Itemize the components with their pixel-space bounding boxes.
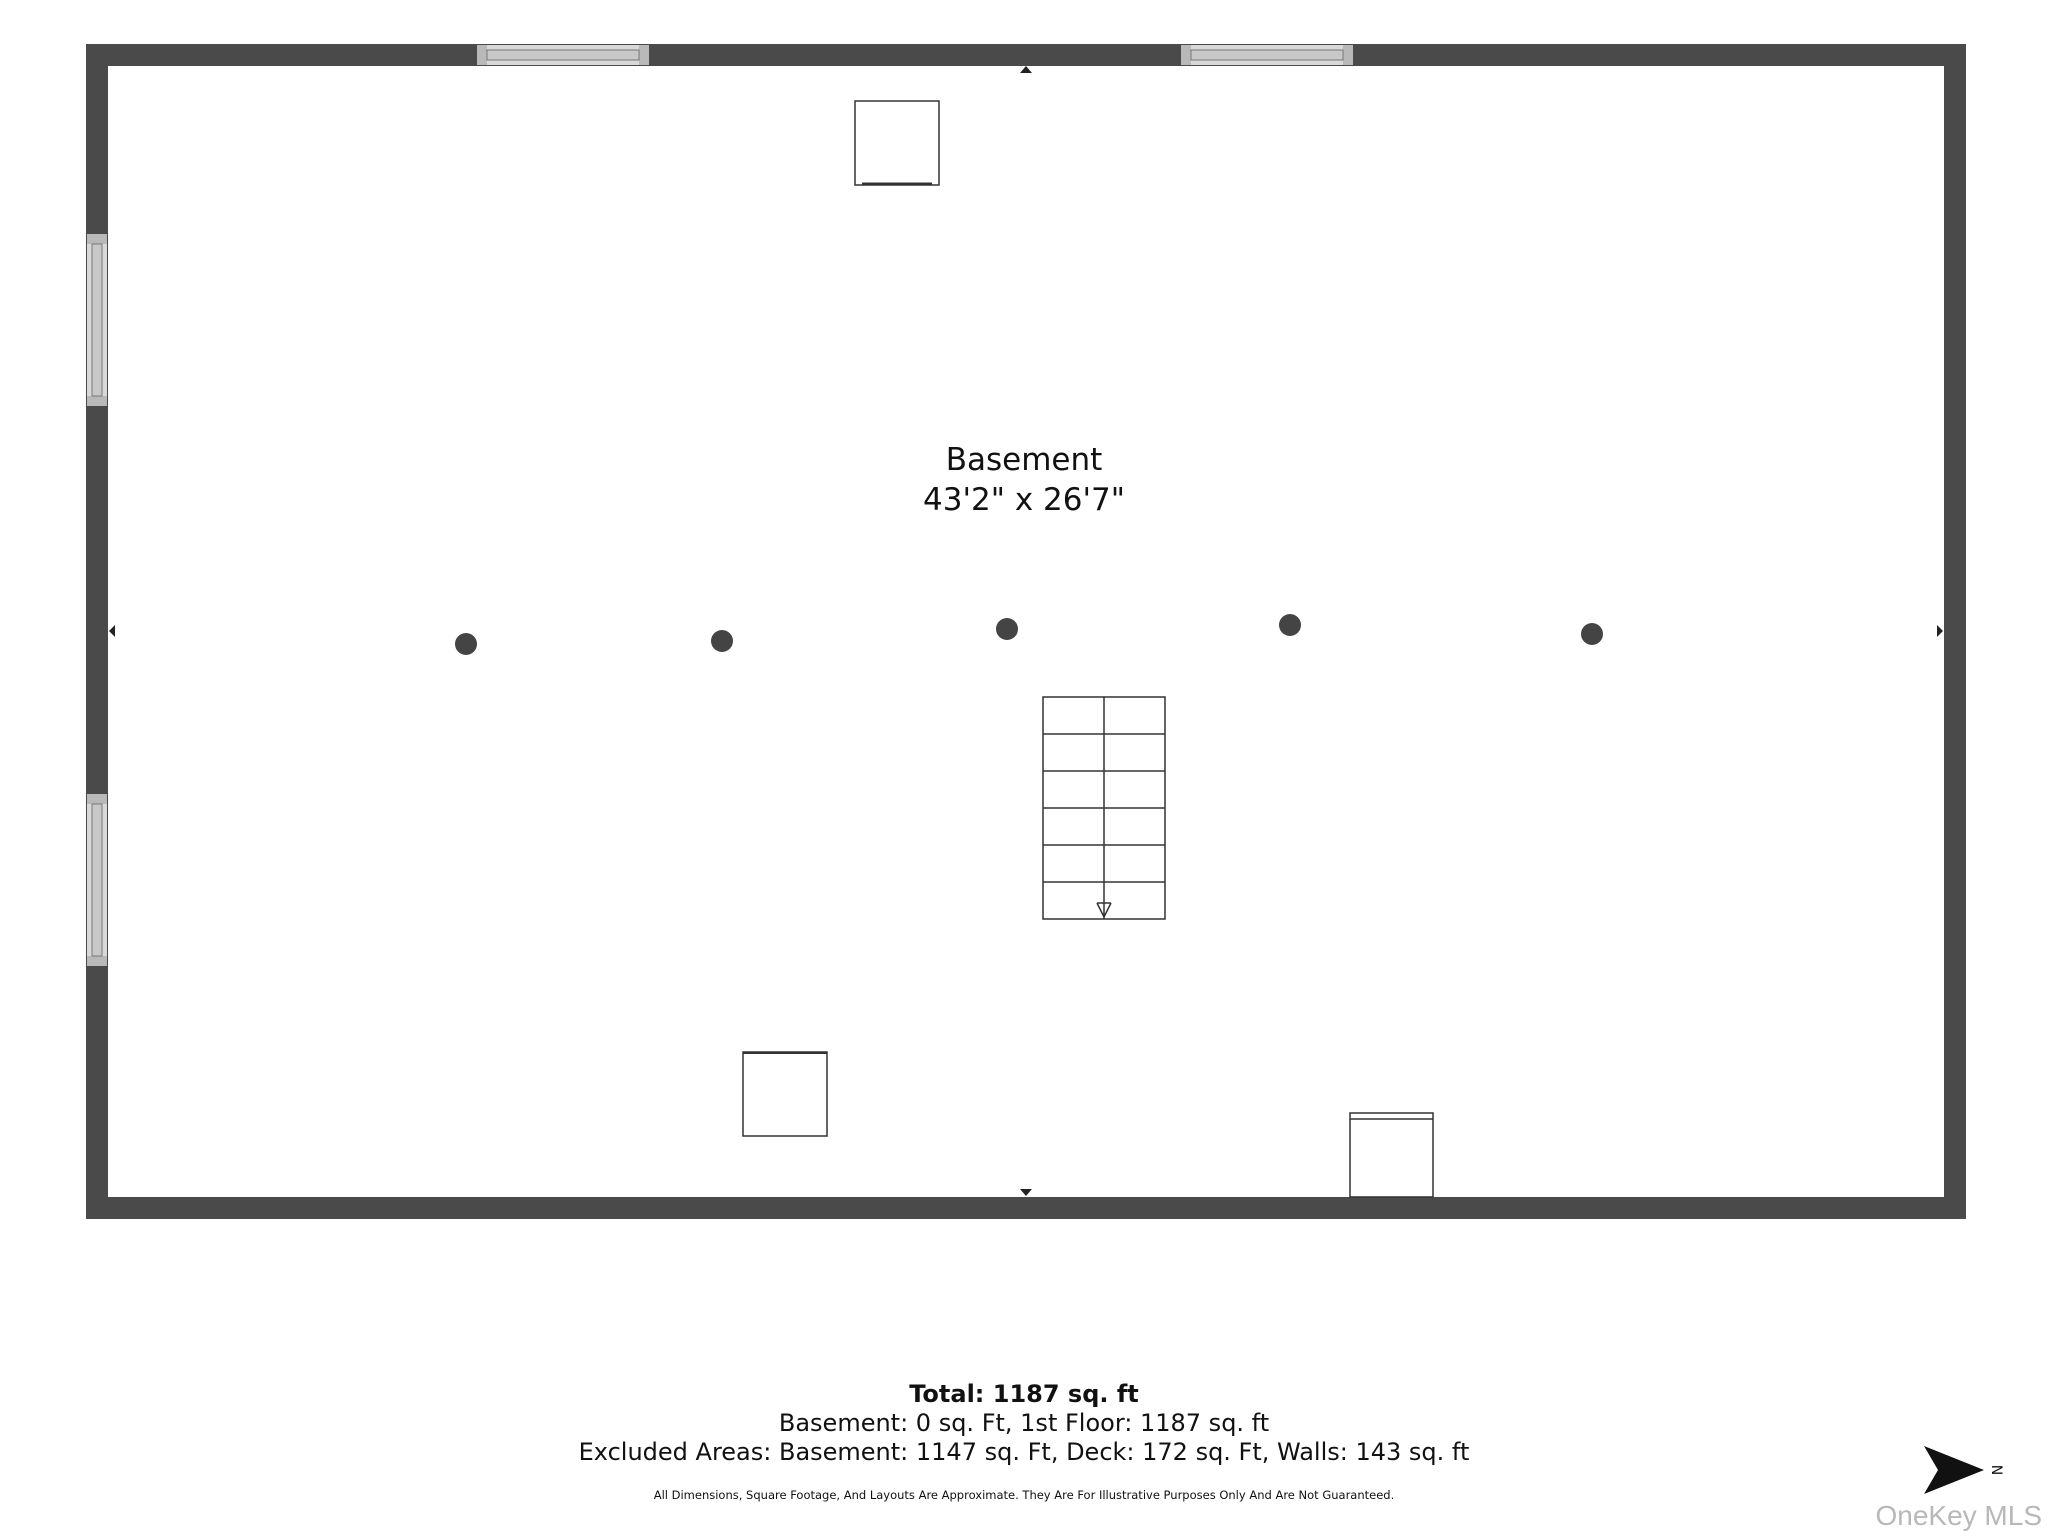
fixture-bottom-right xyxy=(1349,1112,1434,1198)
window-left-lower xyxy=(87,794,107,966)
marker-bottom xyxy=(1020,1189,1032,1196)
window-top-right xyxy=(1181,45,1353,65)
total-area: Total: 1187 sq. ft xyxy=(909,1380,1139,1408)
support-column xyxy=(996,618,1018,640)
compass-arrow-icon xyxy=(1924,1446,1984,1494)
area-breakdown: Basement: 0 sq. Ft, 1st Floor: 1187 sq. … xyxy=(778,1409,1270,1437)
marker-top xyxy=(1020,66,1032,73)
fixture-bottom-left xyxy=(742,1051,828,1137)
support-column xyxy=(1581,623,1603,645)
support-column xyxy=(455,633,477,655)
disclaimer: All Dimensions, Square Footage, And Layo… xyxy=(653,1488,1395,1502)
room-name: Basement xyxy=(945,442,1103,478)
staircase xyxy=(1042,696,1166,920)
window-top-left xyxy=(477,45,649,65)
fixture-top xyxy=(854,100,940,186)
excluded-areas: Excluded Areas: Basement: 1147 sq. Ft, D… xyxy=(578,1438,1470,1466)
support-column xyxy=(711,630,733,652)
support-column xyxy=(1279,614,1301,636)
north-label: N xyxy=(1988,1464,2005,1476)
room-dimensions: 43'2" x 26'7" xyxy=(923,482,1125,518)
window-left-upper xyxy=(87,234,107,406)
marker-left xyxy=(109,625,115,637)
marker-right xyxy=(1937,625,1943,637)
exterior-walls xyxy=(86,44,1966,1219)
watermark: OneKey MLS xyxy=(1875,1500,2042,1531)
